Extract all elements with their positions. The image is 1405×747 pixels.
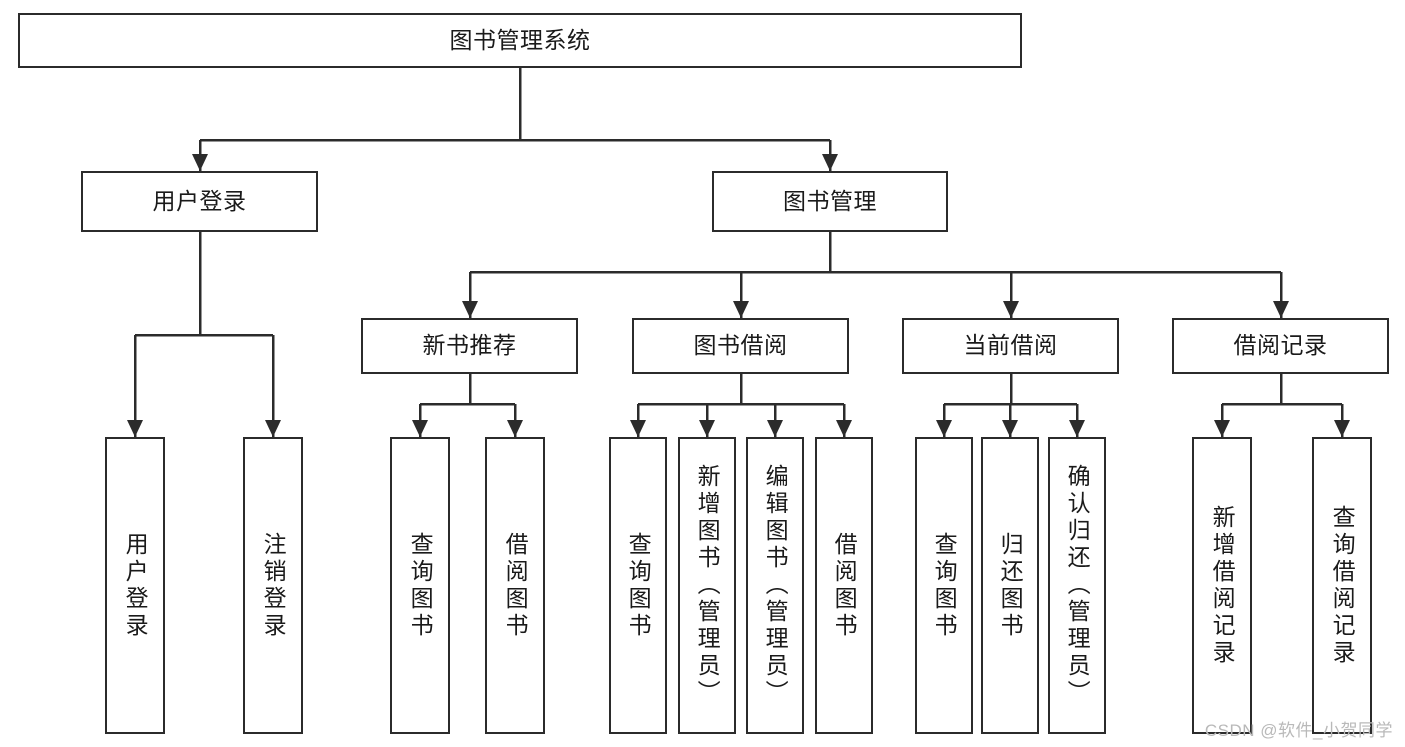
node-leaf-user-login[interactable]: 用户登录 xyxy=(105,437,165,734)
watermark-text: CSDN @软件_小贺同学 xyxy=(1204,721,1393,740)
connector-arrowhead xyxy=(1273,301,1289,318)
node-label: 用户登录 xyxy=(152,187,247,214)
node-leaf-edit-book[interactable]: 编辑图书（管理员） xyxy=(746,437,804,734)
node-label: 图书管理 xyxy=(783,187,877,214)
node-leaf-add-record[interactable]: 新增借阅记录 xyxy=(1192,437,1252,734)
connector-arrowhead xyxy=(836,420,852,437)
node-label: 注销登录 xyxy=(260,531,287,640)
connector-arrowhead xyxy=(1069,420,1085,437)
node-label: 用户登录 xyxy=(122,531,149,640)
node-label: 归还图书 xyxy=(997,531,1024,640)
node-leaf-logout[interactable]: 注销登录 xyxy=(243,437,303,734)
node-leaf-query-book-3[interactable]: 查询图书 xyxy=(915,437,973,734)
node-leaf-add-book[interactable]: 新增图书（管理员） xyxy=(678,437,736,734)
connector-arrowhead xyxy=(767,420,783,437)
node-label: 查询图书 xyxy=(407,531,434,640)
node-leaf-query-book-1[interactable]: 查询图书 xyxy=(390,437,450,734)
node-book-borrow[interactable]: 图书借阅 xyxy=(632,318,849,374)
node-current-borrow[interactable]: 当前借阅 xyxy=(902,318,1119,374)
connector-arrowhead xyxy=(699,420,715,437)
node-label: 编辑图书（管理员） xyxy=(762,464,789,707)
node-leaf-borrow-book-1[interactable]: 借阅图书 xyxy=(485,437,545,734)
connector-arrowhead xyxy=(1002,420,1018,437)
node-leaf-query-record[interactable]: 查询借阅记录 xyxy=(1312,437,1372,734)
node-label: 借阅记录 xyxy=(1233,332,1328,359)
node-label: 新书推荐 xyxy=(422,332,517,359)
connector-arrowhead xyxy=(507,420,523,437)
node-label: 借阅图书 xyxy=(831,531,858,640)
connector-arrowhead xyxy=(265,420,281,437)
connector-arrowhead xyxy=(822,154,838,171)
connector-arrowhead xyxy=(630,420,646,437)
node-label: 新增借阅记录 xyxy=(1209,504,1236,667)
node-label: 确认归还（管理员） xyxy=(1064,464,1091,707)
node-new-book-rec[interactable]: 新书推荐 xyxy=(361,318,578,374)
node-borrow-record[interactable]: 借阅记录 xyxy=(1172,318,1389,374)
node-label: 图书管理系统 xyxy=(449,26,591,53)
connector-arrowhead xyxy=(1003,301,1019,318)
node-label: 查询图书 xyxy=(931,531,958,640)
node-book-manage[interactable]: 图书管理 xyxy=(712,171,948,232)
node-leaf-query-book-2[interactable]: 查询图书 xyxy=(609,437,667,734)
node-root[interactable]: 图书管理系统 xyxy=(18,13,1022,68)
connector-arrowhead xyxy=(1334,420,1350,437)
connector-arrowhead xyxy=(1214,420,1230,437)
node-user-login[interactable]: 用户登录 xyxy=(81,171,318,232)
connector-arrowhead xyxy=(127,420,143,437)
node-leaf-return-book[interactable]: 归还图书 xyxy=(981,437,1039,734)
connector-arrowhead xyxy=(733,301,749,318)
connector-arrowhead xyxy=(192,154,208,171)
node-label: 图书借阅 xyxy=(693,332,788,359)
connector-arrowhead xyxy=(412,420,428,437)
connector-arrowhead xyxy=(936,420,952,437)
node-label: 查询借阅记录 xyxy=(1329,504,1356,667)
connector-arrowhead xyxy=(462,301,478,318)
node-leaf-confirm-return[interactable]: 确认归还（管理员） xyxy=(1048,437,1106,734)
node-leaf-borrow-book-2[interactable]: 借阅图书 xyxy=(815,437,873,734)
node-label: 当前借阅 xyxy=(963,332,1058,359)
node-label: 查询图书 xyxy=(625,531,652,640)
node-label: 借阅图书 xyxy=(502,531,529,640)
node-label: 新增图书（管理员） xyxy=(694,464,721,707)
